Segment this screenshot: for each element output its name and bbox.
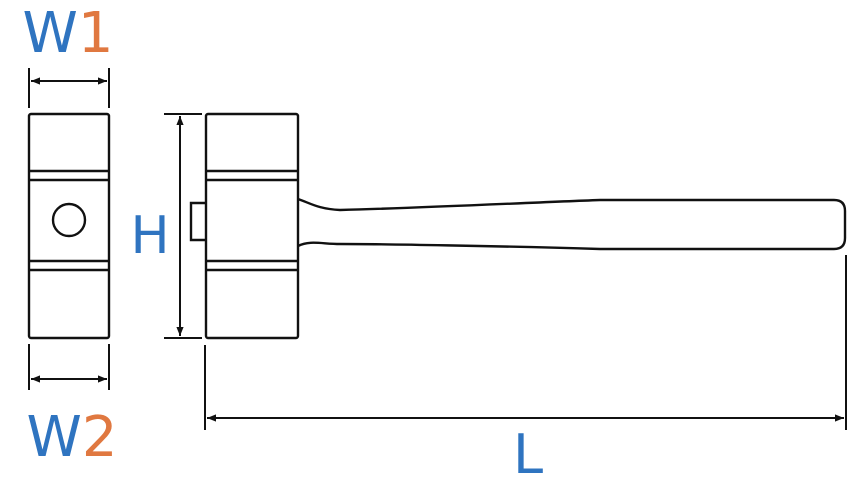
w1-dimension	[28, 68, 110, 108]
hammer-front-view	[189, 112, 847, 340]
head-stub	[189, 201, 206, 242]
h-label: H	[130, 206, 169, 266]
w2-label: W2	[26, 405, 117, 470]
l-dimension	[204, 255, 847, 430]
l-label: L	[513, 423, 543, 483]
handle	[297, 197, 847, 251]
handle-hole	[51, 202, 87, 238]
head-end-outline	[27, 112, 111, 340]
w2-dimension	[28, 344, 110, 390]
h-dimension	[164, 113, 202, 339]
head-end-view	[27, 112, 111, 340]
w2-letter: W	[26, 405, 81, 470]
w1-digit: 1	[78, 1, 114, 66]
w1-label: W1	[22, 1, 113, 66]
w2-digit: 2	[82, 405, 118, 470]
w1-letter: W	[22, 1, 77, 66]
head-front-outline	[204, 112, 300, 340]
